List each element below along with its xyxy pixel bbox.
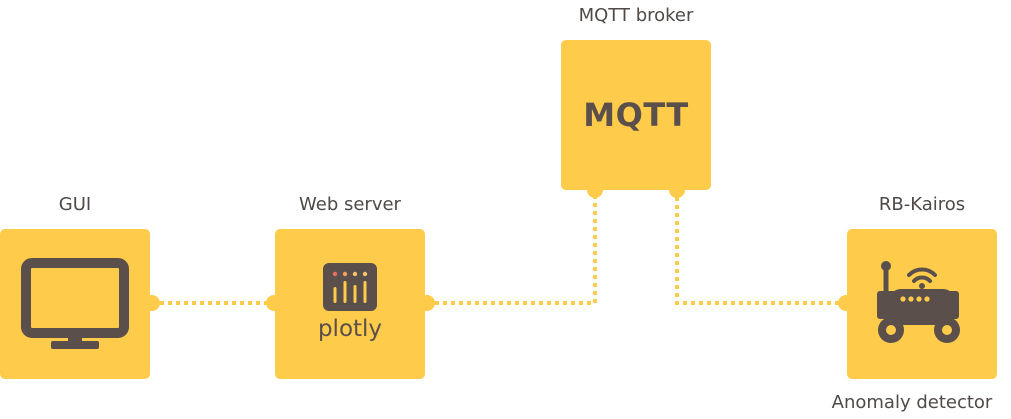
mqtt-broker-node[interactable]: MQTT xyxy=(561,40,711,190)
mqtt-broker-label: MQTT broker xyxy=(578,5,694,26)
monitor-icon xyxy=(21,258,129,349)
gui-node[interactable] xyxy=(0,229,150,379)
mqtt-logo-text: MQTT xyxy=(583,96,689,134)
rb-kairos-sublabel: Anomaly detector xyxy=(831,392,993,413)
gui-port-right xyxy=(144,295,160,311)
rb-kairos-node[interactable] xyxy=(847,229,997,379)
web-server-port-left xyxy=(266,295,282,311)
mqtt-port-right xyxy=(669,182,685,198)
web-server-node[interactable]: plotly xyxy=(275,229,425,379)
plotly-logo-icon xyxy=(323,263,377,311)
mqtt-port-left xyxy=(587,182,603,198)
plotly-logo-text: plotly xyxy=(317,316,383,342)
web-server-label: Web server xyxy=(299,194,401,215)
rb-kairos-port-left xyxy=(838,295,854,311)
connection-webserver-mqtt xyxy=(427,189,597,305)
web-server-port-right xyxy=(419,295,435,311)
gui-label: GUI xyxy=(58,194,92,215)
robot-icon xyxy=(877,261,960,343)
rb-kairos-label: RB-Kairos xyxy=(878,194,966,215)
connection-mqtt-rbkairos xyxy=(675,189,845,305)
